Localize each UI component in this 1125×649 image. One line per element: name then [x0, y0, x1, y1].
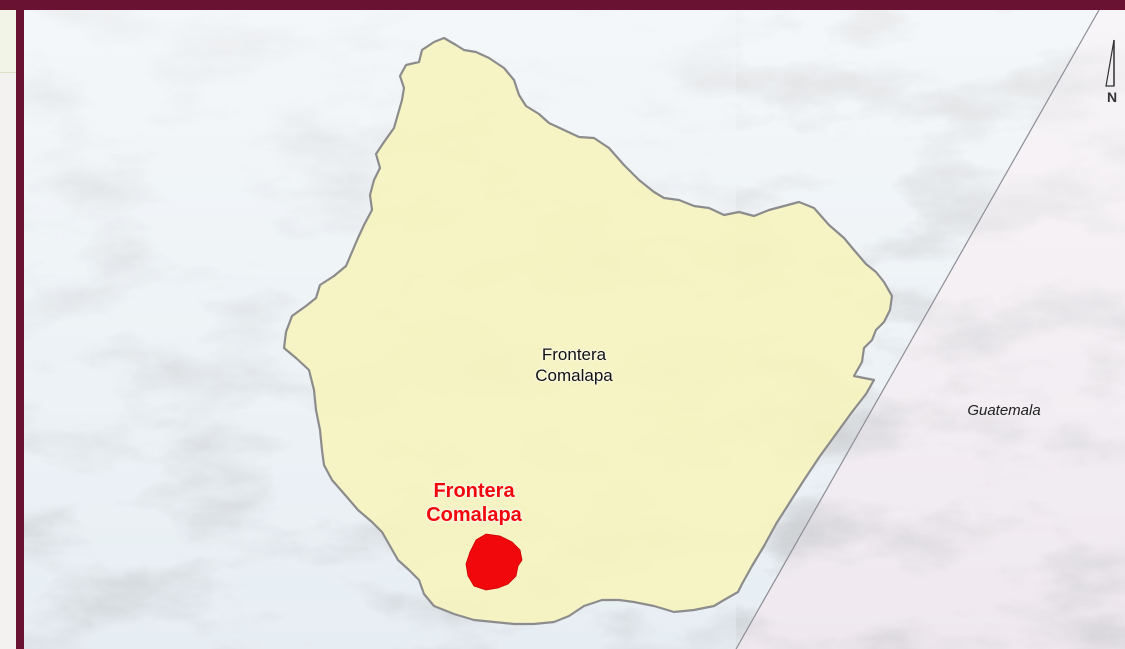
municipality-boundary[interactable] [282, 36, 894, 626]
country-label-guatemala: Guatemala [967, 402, 1041, 419]
map-view[interactable]: Frontera Comalapa Frontera Comalapa Guat… [24, 10, 1125, 649]
map-canvas[interactable] [24, 10, 1125, 649]
municipality-label: Frontera Comalapa [535, 345, 613, 385]
north-arrow-letter: N [1107, 89, 1117, 105]
north-arrow-icon: N [1102, 36, 1122, 106]
side-panel-header [0, 10, 16, 73]
side-panel [0, 10, 16, 649]
international-border [735, 10, 1100, 649]
locality-label: Frontera Comalapa [426, 480, 522, 527]
locality-area[interactable] [465, 533, 523, 591]
